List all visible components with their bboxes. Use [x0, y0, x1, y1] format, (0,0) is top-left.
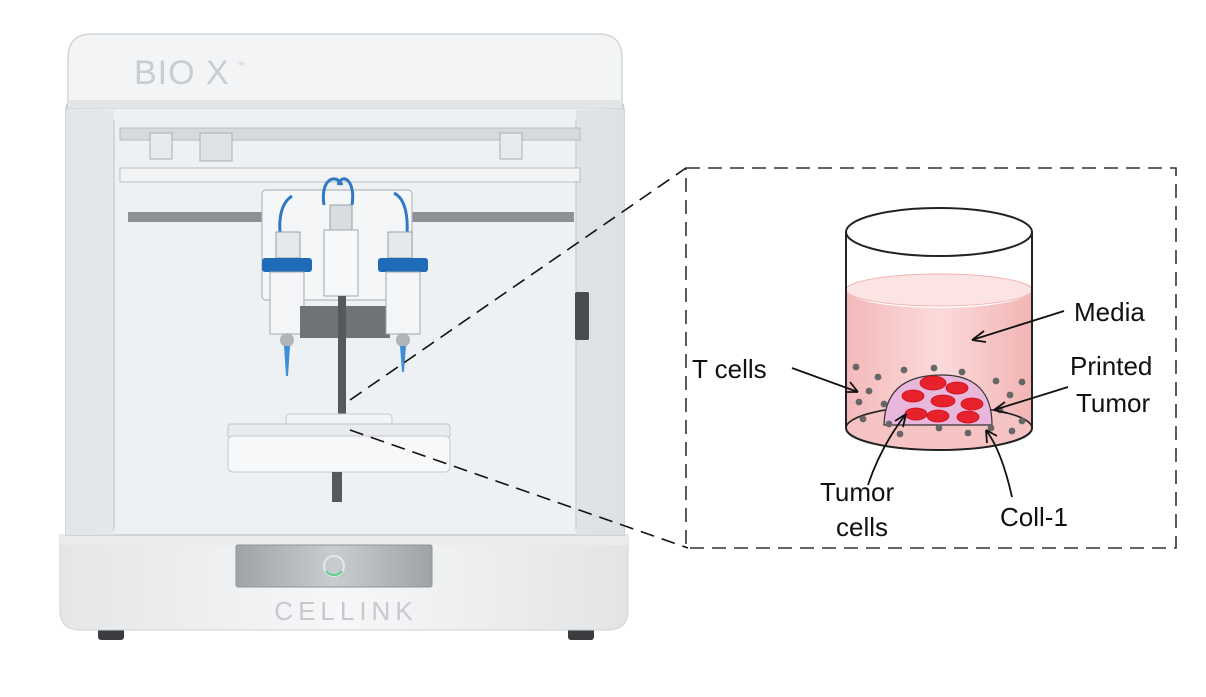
maker-logo: CELLINK: [274, 596, 417, 626]
label-arrows: [791, 310, 1069, 498]
printhead-left: [262, 194, 312, 376]
touch-screen[interactable]: [235, 544, 433, 588]
t-cell: [865, 387, 873, 395]
t-cell: [987, 424, 995, 432]
tumor-cells: [901, 375, 984, 424]
t-cell: [859, 415, 867, 423]
arrow-printed-tumor-head: [993, 401, 1008, 414]
t-cell: [896, 430, 904, 438]
printer-brand-logo: BIO X: [134, 54, 230, 92]
tumor-cell: [956, 410, 980, 424]
tumor-cell: [945, 381, 969, 395]
t-cell: [1006, 391, 1014, 399]
culture-well-diagram: Media T cells Printed Tumor Tumor cells …: [692, 207, 1152, 542]
t-cell: [855, 398, 863, 406]
media-surface: [845, 273, 1033, 307]
gantry-clamp-mid: [199, 132, 233, 162]
gantry-clamp-right: [499, 132, 523, 160]
t-cell: [885, 420, 893, 428]
gantry-top-rail: [119, 127, 581, 141]
callout-line-upper: [349, 167, 687, 401]
arrow-tumor-cells: [867, 413, 907, 486]
printer-foot-right: [568, 628, 594, 640]
bioprinter-illustration: CELLINK BIO X ™: [59, 33, 629, 640]
printer-brand-trademark: ™: [236, 60, 245, 70]
t-cell: [935, 424, 943, 432]
top-cap-shadow: [68, 100, 622, 108]
touch-screen-logo-icon: [323, 555, 345, 577]
label-t-cells: T cells: [692, 354, 767, 384]
tumor-cell: [901, 389, 925, 403]
arrow-printed-tumor: [993, 386, 1069, 411]
t-cell: [992, 377, 1000, 385]
t-cell: [880, 400, 888, 408]
label-tumor-cells-line2: cells: [836, 512, 888, 542]
tumor-cell: [904, 407, 928, 421]
tumor-cell: [930, 394, 956, 408]
touch-screen-logo-arc-icon: [325, 570, 343, 576]
arrow-media: [971, 310, 1065, 341]
label-media: Media: [1074, 297, 1145, 327]
printer-base-top: [60, 535, 628, 545]
tumor-cell: [926, 409, 950, 423]
printer-foot-left: [98, 628, 124, 640]
tumor-cell: [919, 375, 947, 391]
label-printed-tumor-line1: Printed: [1070, 351, 1152, 381]
glass-left-edge: [66, 110, 114, 535]
arrow-tumor-cells-head: [894, 413, 907, 428]
t-cell: [1018, 378, 1026, 386]
t-cell: [1018, 417, 1026, 425]
side-handle[interactable]: [575, 292, 589, 340]
well-rim: [845, 207, 1033, 257]
arrow-t-cells-head: [845, 381, 859, 393]
arrow-media-head: [971, 330, 987, 343]
label-coll: Coll-1: [1000, 502, 1068, 532]
label-tumor-cells-line1: Tumor: [820, 477, 894, 507]
arrow-coll: [985, 429, 1013, 498]
printhead-right: [378, 191, 428, 372]
t-cell: [1008, 427, 1016, 435]
tumor-cell: [960, 397, 984, 411]
t-cell: [874, 373, 882, 381]
t-cell: [964, 429, 972, 437]
label-printed-tumor-line2: Tumor: [1076, 388, 1150, 418]
printhead-middle: [300, 177, 390, 424]
gantry-crossbar: [119, 167, 581, 183]
t-cell: [930, 364, 938, 372]
callout-line-lower: [349, 429, 689, 549]
inset-box: [685, 167, 1177, 549]
arrow-coll-head: [985, 429, 998, 444]
t-cell: [900, 366, 908, 374]
printer-top-cap: [67, 33, 623, 109]
t-cell: [852, 363, 860, 371]
arrow-t-cells: [791, 367, 859, 393]
gantry-clamp-left: [149, 132, 173, 160]
t-cell: [958, 368, 966, 376]
well-front-edge: [845, 427, 1033, 451]
